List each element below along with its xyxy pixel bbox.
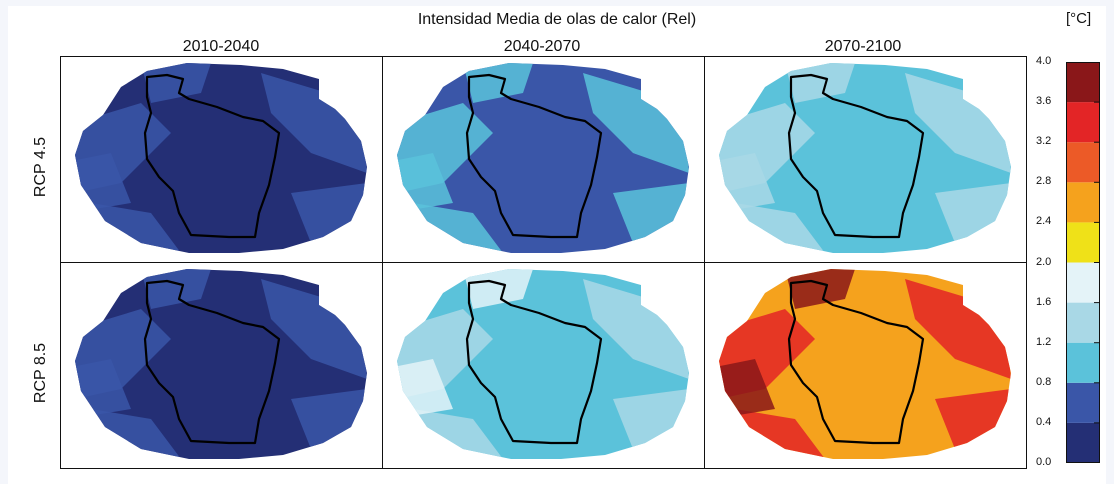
map-panel-rcp45-2040-2070 — [382, 56, 705, 263]
colorbar-tick-label: 0.8 — [1036, 375, 1052, 388]
map-value-patch — [463, 63, 533, 103]
colorbar-tick-label: 4.0 — [1036, 55, 1052, 67]
column-label-3: 2070-2100 — [824, 38, 902, 55]
row-label-rcp85: RCP 8.5 — [32, 342, 49, 404]
colorbar-bin-4 — [1066, 262, 1100, 303]
colorbar-bin-7 — [1066, 142, 1100, 183]
colorbar-tick-label: 2.4 — [1036, 215, 1052, 228]
colorbar-tick-label: 1.2 — [1036, 335, 1052, 348]
colorbar-bin-0 — [1066, 422, 1100, 463]
map-panel-rcp45-2010-2040 — [60, 56, 383, 263]
colorbar-bin-3 — [1066, 302, 1100, 343]
region-boundary-outline — [465, 73, 603, 239]
colorbar-tick-label: 3.2 — [1036, 135, 1052, 148]
region-boundary-outline — [787, 279, 925, 445]
row-label-rcp45: RCP 4.5 — [32, 136, 49, 198]
colorbar-tick-label: 1.6 — [1036, 295, 1052, 308]
region-boundary-outline — [143, 73, 281, 239]
chart-title: Intensidad Media de olas de calor (Rel) — [417, 11, 697, 28]
colorbar-tick-label: 2.0 — [1036, 255, 1052, 268]
map-value-patch — [785, 269, 855, 309]
colorbar-bin-5 — [1066, 222, 1100, 263]
map-panel-rcp85-2040-2070 — [382, 262, 705, 469]
colorbar-tick-label: 2.8 — [1036, 175, 1052, 188]
colorbar-bin-6 — [1066, 182, 1100, 223]
column-label-2: 2040-2070 — [503, 38, 581, 55]
map-value-patch — [141, 269, 211, 309]
region-boundary-outline — [143, 279, 281, 445]
colorbar-bin-9 — [1066, 62, 1100, 103]
colorbar-unit-label: [°C] — [1066, 10, 1092, 27]
colorbar-tick-label: 3.6 — [1036, 95, 1052, 108]
map-value-patch — [141, 63, 211, 103]
region-boundary-outline — [787, 73, 925, 239]
map-value-patch — [785, 63, 855, 103]
colorbar-bin-8 — [1066, 102, 1100, 143]
map-panel-rcp85-2070-2100 — [704, 262, 1027, 469]
colorbar — [1066, 62, 1100, 463]
region-boundary-outline — [465, 279, 603, 445]
colorbar-tick-label: 0.0 — [1036, 456, 1052, 468]
colorbar-bin-1 — [1066, 382, 1100, 423]
map-panel-rcp85-2010-2040 — [60, 262, 383, 469]
colorbar-tick-label: 0.4 — [1036, 415, 1052, 428]
column-label-1: 2010-2040 — [182, 38, 260, 55]
map-value-patch — [463, 269, 533, 309]
colorbar-bin-2 — [1066, 342, 1100, 383]
map-panel-rcp45-2070-2100 — [704, 56, 1027, 263]
